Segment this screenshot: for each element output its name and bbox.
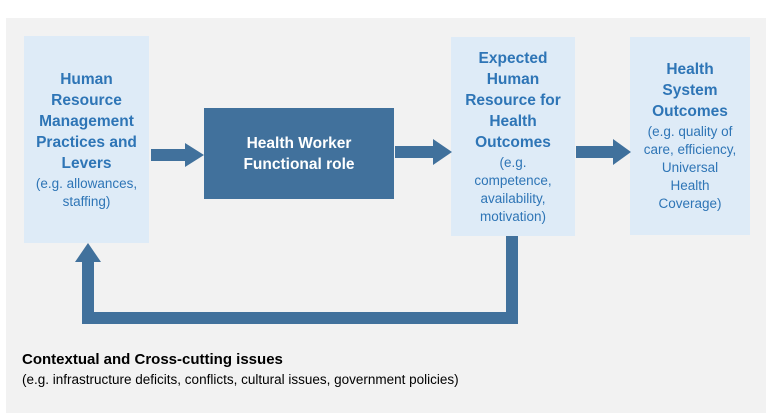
health-system-outcomes-box: Health System Outcomes (e.g. quality of … bbox=[630, 37, 750, 235]
role-title-line: Health Worker bbox=[246, 134, 352, 152]
hrm-practices-title: Human Resource Management Practices and … bbox=[36, 69, 137, 174]
system-outcomes-title-line: Health bbox=[666, 61, 714, 78]
system-outcomes-example-line: Health bbox=[670, 178, 710, 193]
hr-outcomes-title-line: Outcomes bbox=[475, 133, 551, 151]
hrm-title-line: Resource bbox=[51, 91, 122, 109]
hr-outcomes-title-line: Human bbox=[486, 70, 540, 88]
arrow-hrm-to-role bbox=[151, 143, 204, 167]
hr-outcomes-example-line: (e.g. bbox=[499, 154, 527, 170]
hrm-practices-box: Human Resource Management Practices and … bbox=[24, 36, 149, 243]
hr-outcomes-example-line: competence, bbox=[474, 172, 552, 188]
expected-hr-outcomes-box: Expected Human Resource for Health Outco… bbox=[451, 37, 575, 236]
hrm-practices-examples: (e.g. allowances, staffing) bbox=[36, 175, 137, 211]
system-outcomes-example-line: (e.g. quality of bbox=[647, 124, 733, 139]
hrm-title-line: Management bbox=[39, 112, 134, 130]
arrow-hr-outcomes-to-system bbox=[576, 139, 631, 165]
hrm-title-line: Levers bbox=[61, 154, 112, 172]
context-examples: (e.g. infrastructure deficits, conflicts… bbox=[22, 372, 459, 387]
hrm-example-line: staffing) bbox=[62, 193, 111, 209]
role-title-line: Functional role bbox=[243, 155, 355, 173]
expected-hr-outcomes-examples: (e.g. competence, availability, motivati… bbox=[474, 154, 551, 226]
hr-outcomes-title-line: Resource for bbox=[465, 91, 561, 109]
arrow-role-to-hr-outcomes bbox=[395, 139, 452, 165]
hr-outcomes-example-line: motivation) bbox=[479, 208, 546, 224]
health-worker-role-title: Health Worker Functional role bbox=[243, 133, 354, 175]
hrm-example-line: (e.g. allowances, bbox=[35, 175, 138, 191]
system-outcomes-title-line: Outcomes bbox=[652, 103, 728, 120]
hrm-title-line: Human bbox=[60, 70, 113, 88]
health-system-outcomes-title: Health System Outcomes bbox=[652, 59, 728, 122]
system-outcomes-example-line: Coverage) bbox=[658, 196, 722, 211]
system-outcomes-title-line: System bbox=[662, 82, 718, 99]
hrm-title-line: Practices and bbox=[36, 133, 137, 151]
health-worker-role-box: Health Worker Functional role bbox=[204, 108, 394, 199]
context-title: Contextual and Cross-cutting issues bbox=[22, 351, 283, 368]
hr-outcomes-title-line: Health bbox=[489, 112, 537, 130]
system-outcomes-example-line: Universal bbox=[661, 160, 719, 175]
hr-outcomes-title-line: Expected bbox=[478, 49, 548, 67]
expected-hr-outcomes-title: Expected Human Resource for Health Outco… bbox=[465, 48, 561, 153]
health-system-outcomes-examples: (e.g. quality of care, efficiency, Unive… bbox=[644, 123, 737, 213]
hr-outcomes-example-line: availability, bbox=[480, 190, 546, 206]
context-note: Contextual and Cross-cutting issues (e.g… bbox=[22, 350, 459, 389]
system-outcomes-example-line: care, efficiency, bbox=[643, 142, 737, 157]
feedback-loop-arrow bbox=[75, 236, 518, 324]
